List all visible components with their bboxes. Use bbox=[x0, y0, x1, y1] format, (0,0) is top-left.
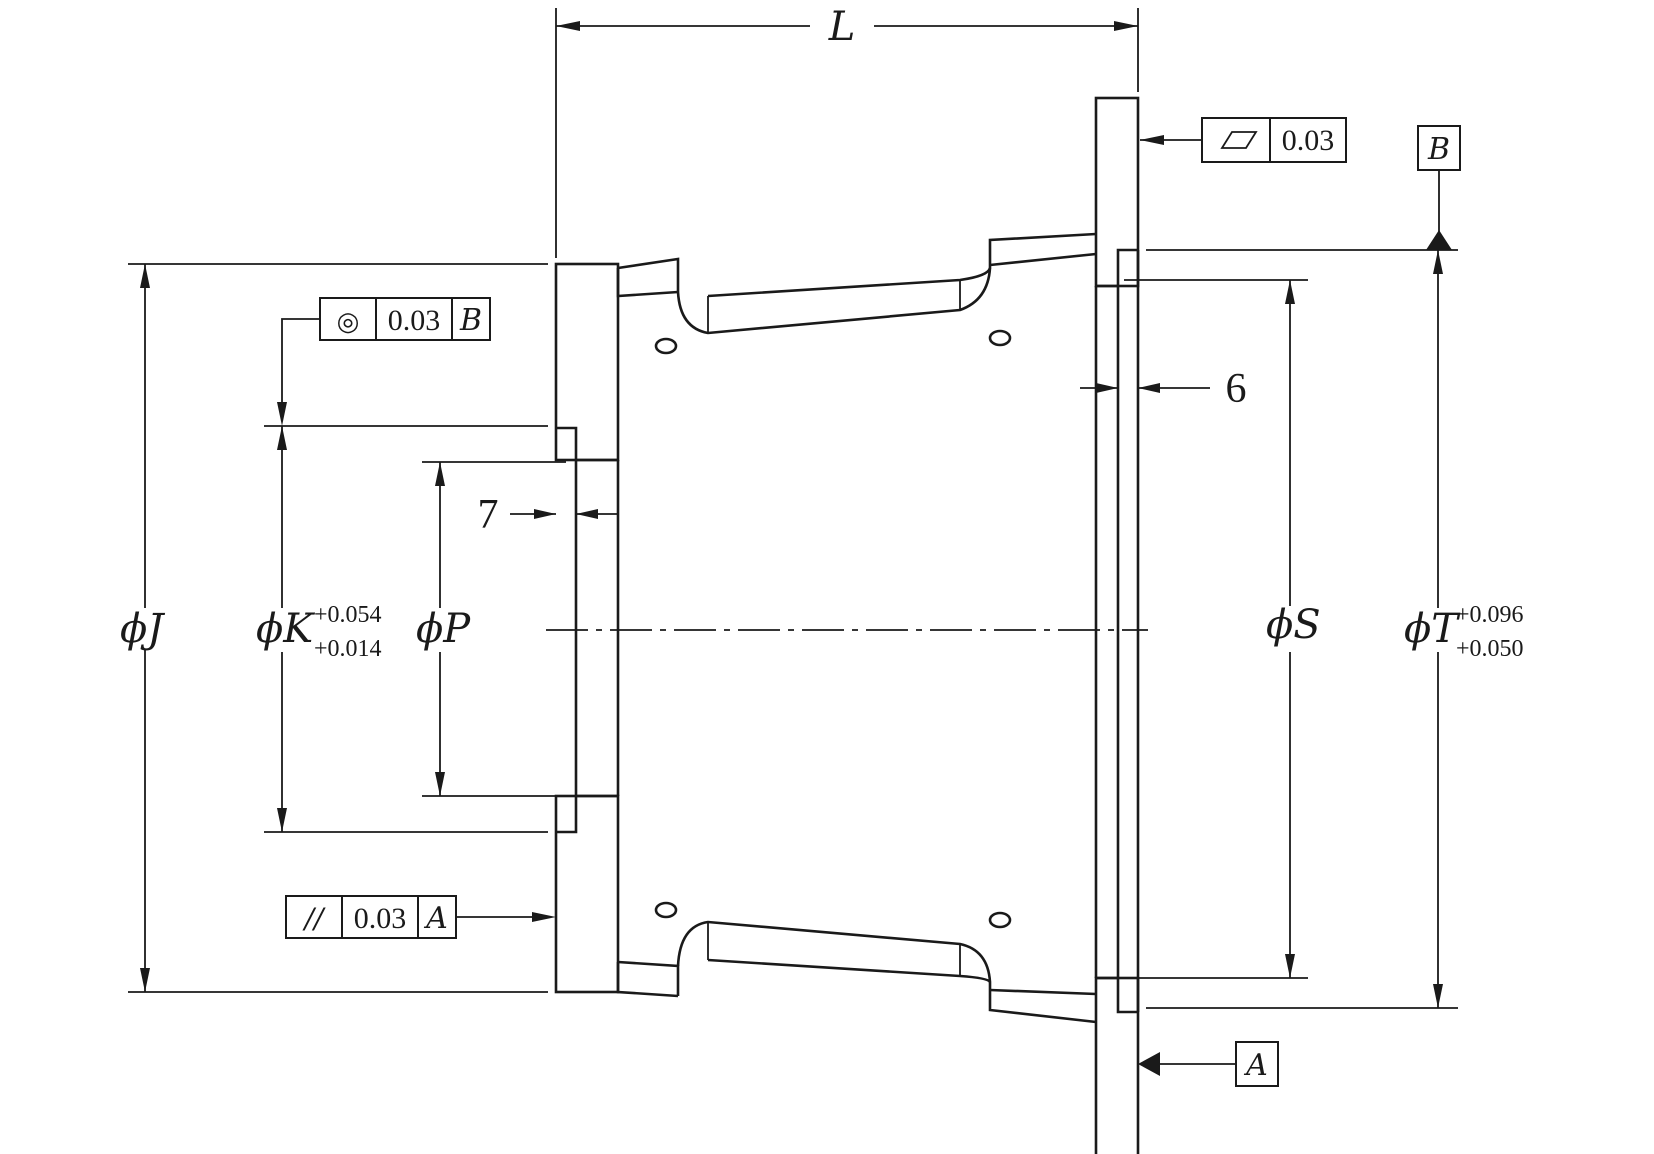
datum-b: B bbox=[1417, 125, 1461, 250]
svg-text:ϕK: ϕK bbox=[256, 606, 315, 652]
dimension-k: ϕK +0.054 +0.014 bbox=[256, 425, 548, 833]
concentricity-icon: ◎ bbox=[337, 307, 360, 336]
dimension-l-label: L bbox=[828, 4, 856, 50]
dimension-s-label: S bbox=[1293, 602, 1320, 648]
dimension-thickness-left: 7 bbox=[478, 492, 618, 538]
dimension-s: ϕS bbox=[1124, 279, 1321, 979]
phi-symbol: ϕ bbox=[256, 606, 283, 652]
t-tolerance-upper: +0.096 bbox=[1456, 602, 1524, 628]
concentricity-value: 0.03 bbox=[388, 304, 441, 337]
svg-text:ϕT: ϕT bbox=[1404, 606, 1461, 652]
thickness-right-label: 6 bbox=[1226, 366, 1247, 412]
phi-symbol: ϕ bbox=[120, 606, 147, 652]
dimension-k-label: K bbox=[282, 606, 315, 652]
k-tolerance-lower: +0.014 bbox=[314, 636, 382, 662]
concentricity-frame: ◎ 0.03 B bbox=[277, 297, 491, 426]
dimension-t: ϕT +0.096 +0.050 bbox=[1146, 249, 1524, 1009]
dimension-t-label: T bbox=[1431, 606, 1461, 652]
parallelism-datum: A bbox=[423, 901, 448, 936]
t-tolerance-lower: +0.050 bbox=[1456, 636, 1524, 662]
datum-a: A bbox=[1138, 1041, 1279, 1087]
datum-b-label: B bbox=[1427, 132, 1450, 167]
thickness-left-label: 7 bbox=[478, 492, 499, 538]
phi-symbol: ϕ bbox=[416, 606, 443, 652]
left-flange bbox=[554, 262, 620, 994]
datum-a-label: A bbox=[1243, 1048, 1268, 1083]
right-flange bbox=[1094, 96, 1140, 1154]
flatness-icon bbox=[1220, 131, 1258, 149]
parallelism-frame: // 0.03 A bbox=[285, 895, 556, 939]
dimension-l: L bbox=[555, 4, 1139, 258]
concentricity-datum: B bbox=[459, 303, 482, 338]
flatness-value: 0.03 bbox=[1282, 124, 1335, 157]
parallelism-icon: // bbox=[302, 902, 326, 935]
phi-symbol: ϕ bbox=[1266, 602, 1293, 648]
parallelism-value: 0.03 bbox=[354, 902, 407, 935]
svg-text:ϕS: ϕS bbox=[1266, 602, 1321, 648]
svg-text:ϕP: ϕP bbox=[416, 606, 471, 652]
dimension-j: ϕJ bbox=[120, 263, 548, 993]
dimension-p: ϕP bbox=[416, 461, 566, 797]
svg-text:ϕJ: ϕJ bbox=[120, 606, 165, 652]
dimension-thickness-right: 6 bbox=[1080, 366, 1247, 412]
k-tolerance-upper: +0.054 bbox=[314, 602, 382, 628]
dimension-p-label: P bbox=[442, 606, 471, 652]
flatness-frame: 0.03 bbox=[1140, 117, 1347, 163]
conical-body bbox=[616, 232, 1097, 1024]
phi-symbol: ϕ bbox=[1404, 606, 1431, 652]
